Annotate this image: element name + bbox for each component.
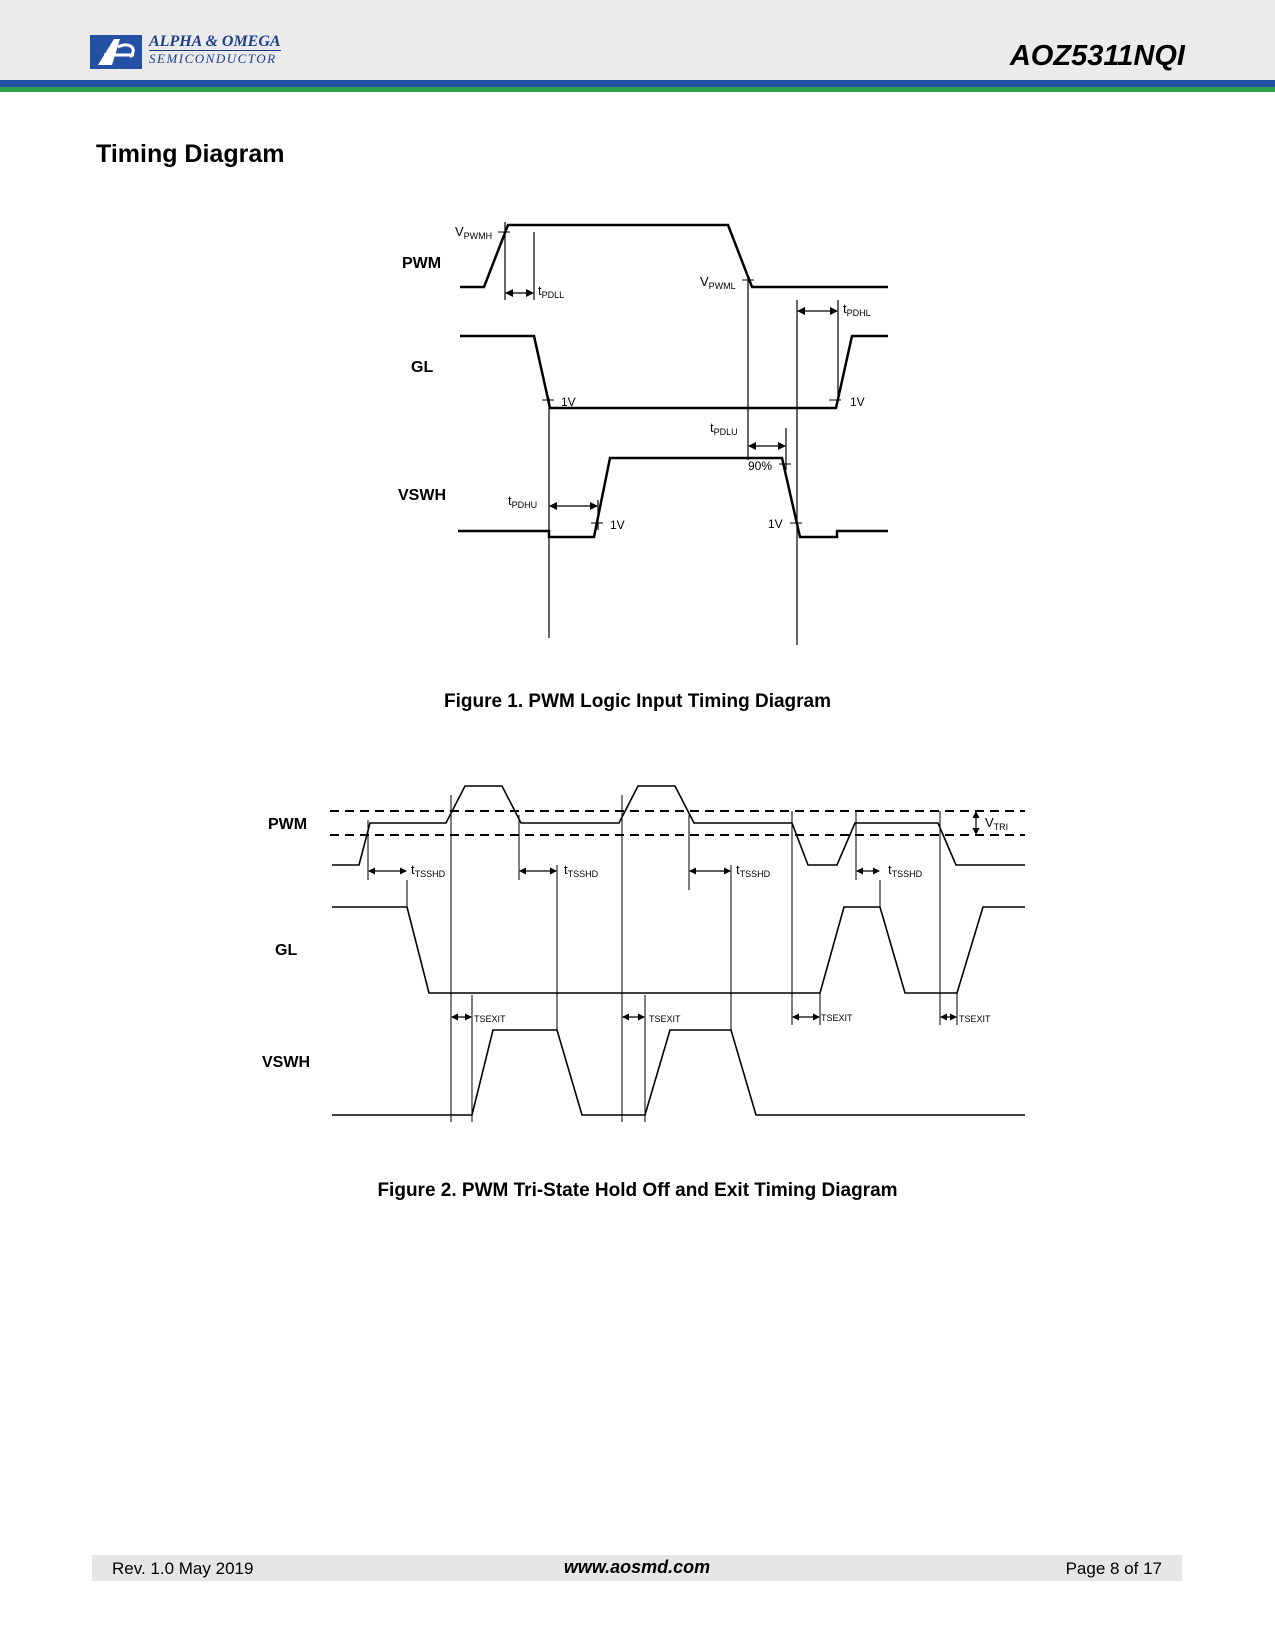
header-blue-band <box>0 80 1275 87</box>
figure1-caption: Figure 1. PWM Logic Input Timing Diagram <box>443 691 832 712</box>
company-subtitle: SEMICONDUCTOR <box>149 51 277 66</box>
fig1-sw-1v-left: 1V <box>610 518 625 532</box>
fig2-vtri-label: VTRI <box>985 815 1008 832</box>
fig1-tpdhl-label: tPDHL <box>843 301 871 318</box>
fig1-vpwml-label: VPWML <box>700 274 736 291</box>
fig1-threshold-ticks <box>498 231 841 524</box>
fig2-pwm-label: PWM <box>268 816 307 833</box>
fig1-vswh-label: VSWH <box>398 487 446 504</box>
fig2-gl-waveform <box>332 906 1025 994</box>
fig2-pwm-waveform <box>332 785 1025 866</box>
fig1-tpdll-label: tPDLL <box>538 283 564 300</box>
fig1-gl-1v-right: 1V <box>850 395 865 409</box>
fig1-tpdhu-label: tPDHU <box>508 493 537 510</box>
fig1-reference-lines <box>504 222 839 645</box>
fig2-tsexit-label-4: TSEXIT <box>959 1014 991 1024</box>
part-number: AOZ5311NQI <box>1009 40 1185 72</box>
website-link[interactable]: www.aosmd.com <box>563 1557 711 1577</box>
fig2-tsshd-label-4: tTSSHD <box>888 862 923 879</box>
figure2-caption: Figure 2. PWM Tri-State Hold Off and Exi… <box>377 1180 898 1201</box>
fig1-gl-label: GL <box>411 359 433 376</box>
fig2-vswh-label: VSWH <box>262 1054 310 1071</box>
fig1-pwm-label: PWM <box>402 255 441 272</box>
fig1-gl-waveform <box>460 334 888 410</box>
fig2-tsexit-label-2: TSEXIT <box>649 1014 681 1024</box>
page-number: Page 8 of 17 <box>1065 1559 1162 1578</box>
fig1-gl-1v-left: 1V <box>561 395 576 409</box>
fig2-tsexit-label-1: TSEXIT <box>474 1014 506 1024</box>
fig2-reference-lines <box>367 795 958 1122</box>
fig1-sw-90-label: 90% <box>748 459 772 473</box>
fig2-tsshd-label-1: tTSSHD <box>411 862 446 879</box>
fig2-tsexit-label-3: TSEXIT <box>821 1013 853 1023</box>
company-name: ALPHA & OMEGA <box>149 33 281 51</box>
fig1-timing-arrows <box>505 289 838 510</box>
section-title: Timing Diagram <box>96 140 285 168</box>
page-header <box>0 0 1275 80</box>
figure1-timing-diagram: PWM GL VSWH VPWMH VPWML tPDLL tPDHL tPDL… <box>398 222 888 645</box>
fig2-tristate-thresholds <box>330 810 1025 836</box>
fig1-sw-1v-right: 1V <box>768 517 783 531</box>
page-footer: Rev. 1.0 May 2019 www.aosmd.com Page 8 o… <box>92 1555 1182 1581</box>
revision-text: Rev. 1.0 May 2019 <box>112 1559 254 1578</box>
header-green-band <box>0 87 1275 92</box>
fig2-gl-label: GL <box>275 942 297 959</box>
alpha-omega-logo-icon <box>90 35 142 69</box>
fig2-tsshd-label-3: tTSSHD <box>736 862 771 879</box>
fig1-tpdlu-label: tPDLU <box>710 420 738 437</box>
fig2-tsshd-label-2: tTSSHD <box>564 862 599 879</box>
figure2-timing-diagram: PWM GL VSWH VTRI tTSSHD <box>262 785 1025 1122</box>
fig2-vswh-waveform <box>332 1029 1025 1116</box>
fig1-vpwmh-label: VPWMH <box>455 224 492 241</box>
fig1-pwm-waveform <box>460 223 888 289</box>
